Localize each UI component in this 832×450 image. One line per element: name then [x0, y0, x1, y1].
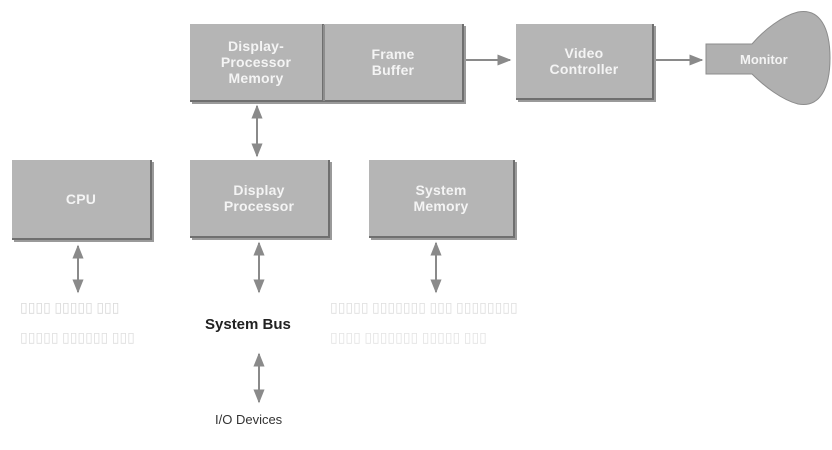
system-bus-label: System Bus — [205, 316, 291, 333]
fb-line-2: Buffer — [371, 62, 415, 78]
dp-line-2: Processor — [223, 198, 295, 214]
fb-line-1: Frame — [371, 46, 415, 62]
display-processor-box: Display Processor — [190, 160, 330, 238]
display-processor-memory-box: Display- Processor Memory — [190, 24, 324, 102]
bleed-through-text-2: ▯▯▯▯▯ ▯▯▯▯▯▯▯ ▯▯▯ ▯▯▯▯▯▯▯▯ — [330, 301, 518, 316]
monitor-shape — [705, 11, 831, 105]
system-memory-box: System Memory — [369, 160, 515, 238]
dpm-line-3: Memory — [228, 70, 284, 86]
video-controller-box: Video Controller — [516, 24, 654, 100]
cpu-label: CPU — [65, 191, 97, 207]
sm-line-2: Memory — [413, 198, 469, 214]
vc-line-1: Video — [564, 45, 604, 61]
bleed-through-text-1: ▯▯▯▯ ▯▯▯▯▯ ▯▯▯ — [20, 301, 120, 316]
cpu-box: CPU — [12, 160, 152, 240]
dpm-line-1: Display- — [227, 38, 285, 54]
bleed-through-text-3: ▯▯▯▯▯ ▯▯▯▯▯▯ ▯▯▯ — [20, 331, 135, 346]
vc-line-2: Controller — [549, 61, 619, 77]
dp-line-1: Display — [233, 182, 285, 198]
box-divider — [323, 25, 325, 101]
sm-line-1: System — [415, 182, 467, 198]
monitor-label: Monitor — [740, 52, 788, 67]
io-devices-label: I/O Devices — [215, 412, 283, 427]
frame-buffer-box: Frame Buffer — [324, 24, 464, 102]
bleed-through-text-4: ▯▯▯▯ ▯▯▯▯▯▯▯ ▯▯▯▯▯ ▯▯▯ — [330, 331, 487, 346]
dpm-line-2: Processor — [220, 54, 292, 70]
